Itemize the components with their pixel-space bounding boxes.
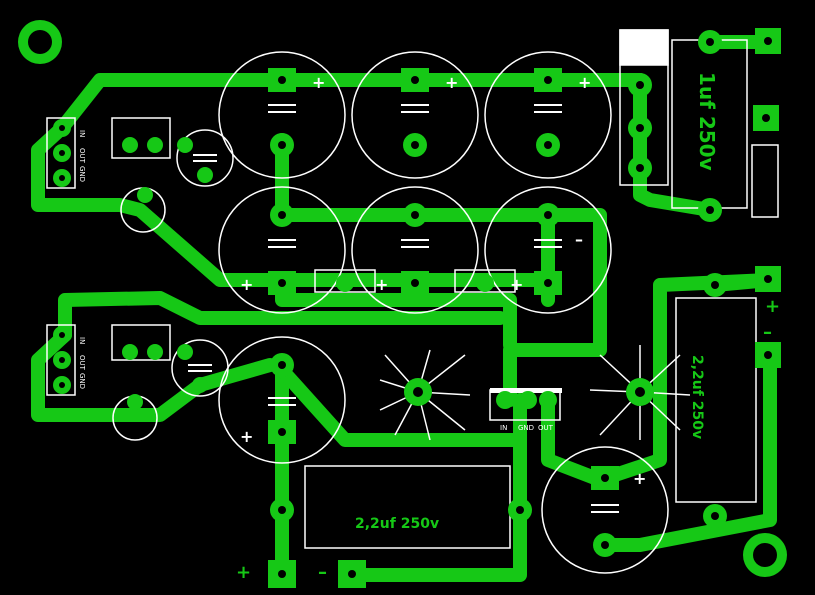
reg-lb-out: OUT bbox=[78, 355, 86, 371]
cap-circle-5 bbox=[351, 186, 479, 314]
cap-symbols bbox=[188, 104, 619, 513]
plus-3: + bbox=[578, 73, 591, 92]
reg-left-bottom-heat bbox=[111, 324, 171, 361]
reg-lb-gnd: GND bbox=[78, 373, 86, 389]
label-bottom-cap: 2,2uf 250v bbox=[355, 516, 439, 532]
reg-left-top-body bbox=[46, 117, 76, 189]
reg-c-out: OUT bbox=[538, 424, 554, 432]
cap-circle-1 bbox=[218, 51, 346, 179]
cap-circle-8 bbox=[541, 446, 669, 574]
plus-10: + bbox=[236, 562, 251, 583]
label-right-cap: 2,2uf 250v bbox=[689, 355, 705, 439]
plus-6: + bbox=[510, 275, 523, 294]
cap-circle-4 bbox=[218, 186, 346, 314]
cap-circle-2 bbox=[351, 51, 479, 179]
mounting-holes bbox=[18, 20, 787, 577]
reg-lt-out: OUT bbox=[78, 148, 86, 164]
label-1uf: 1uf 250v bbox=[695, 72, 719, 171]
plus-5: + bbox=[375, 275, 388, 294]
copper-traces bbox=[31, 35, 777, 582]
reg-left-bottom-body bbox=[46, 324, 76, 396]
reg-c-in: IN bbox=[500, 424, 507, 432]
trace-center-out bbox=[541, 273, 777, 487]
trace-left-upper-loop bbox=[31, 121, 557, 287]
trace-top-bus bbox=[55, 73, 647, 135]
minus-3: – bbox=[318, 562, 327, 583]
reg-left-top-heat bbox=[111, 117, 171, 159]
cap-box-right bbox=[675, 297, 757, 503]
plus-2: + bbox=[445, 73, 458, 92]
cap-circle-7 bbox=[218, 336, 346, 464]
reg-lb-in: IN bbox=[78, 337, 86, 344]
plus-7: + bbox=[240, 427, 253, 446]
minus-2: – bbox=[763, 322, 772, 343]
trace-right-bottom bbox=[603, 348, 777, 552]
cap-circle-6 bbox=[484, 186, 612, 314]
trace-caps-upper-link bbox=[275, 133, 607, 407]
diode-box bbox=[751, 144, 779, 218]
reg-lt-gnd: GND bbox=[78, 166, 86, 182]
drill-holes bbox=[59, 37, 772, 578]
reg-center-bar bbox=[490, 388, 562, 393]
reg-lt-in: IN bbox=[78, 130, 86, 137]
small-cap-2 bbox=[171, 339, 229, 397]
cap-circle-3 bbox=[484, 51, 612, 179]
plus-1: + bbox=[312, 73, 325, 92]
plus-8: + bbox=[633, 469, 646, 488]
small-cap-1 bbox=[176, 129, 234, 187]
plus-9: + bbox=[765, 296, 780, 317]
trace-lower-bus bbox=[58, 291, 507, 342]
plus-4: + bbox=[240, 275, 253, 294]
minus-1: – bbox=[575, 230, 583, 249]
reg-c-gnd: GND bbox=[518, 424, 534, 432]
topright-white-cap bbox=[619, 29, 669, 66]
text-labels: 1uf 250v 2,2uf 250v 2,2uf 250v IN OUT GN… bbox=[78, 72, 780, 583]
